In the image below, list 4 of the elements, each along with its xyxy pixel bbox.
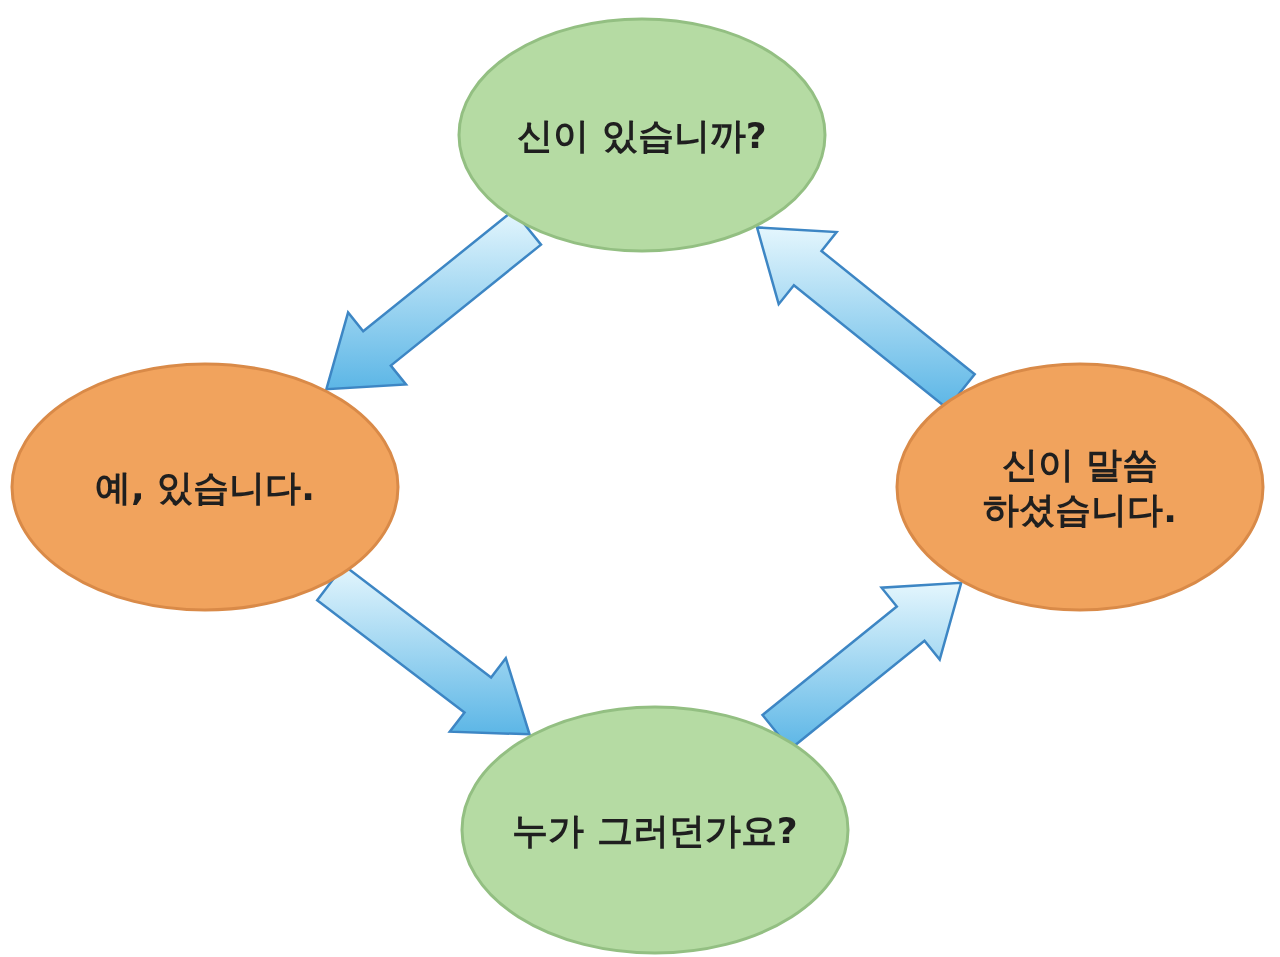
node-text: 신이 말씀 하셨습니다. xyxy=(982,443,1178,532)
node-text: 예, 있습니다. xyxy=(94,465,316,510)
node-text: 누가 그러던가요? xyxy=(511,808,799,853)
node-text: 신이 있습니까? xyxy=(516,113,768,158)
